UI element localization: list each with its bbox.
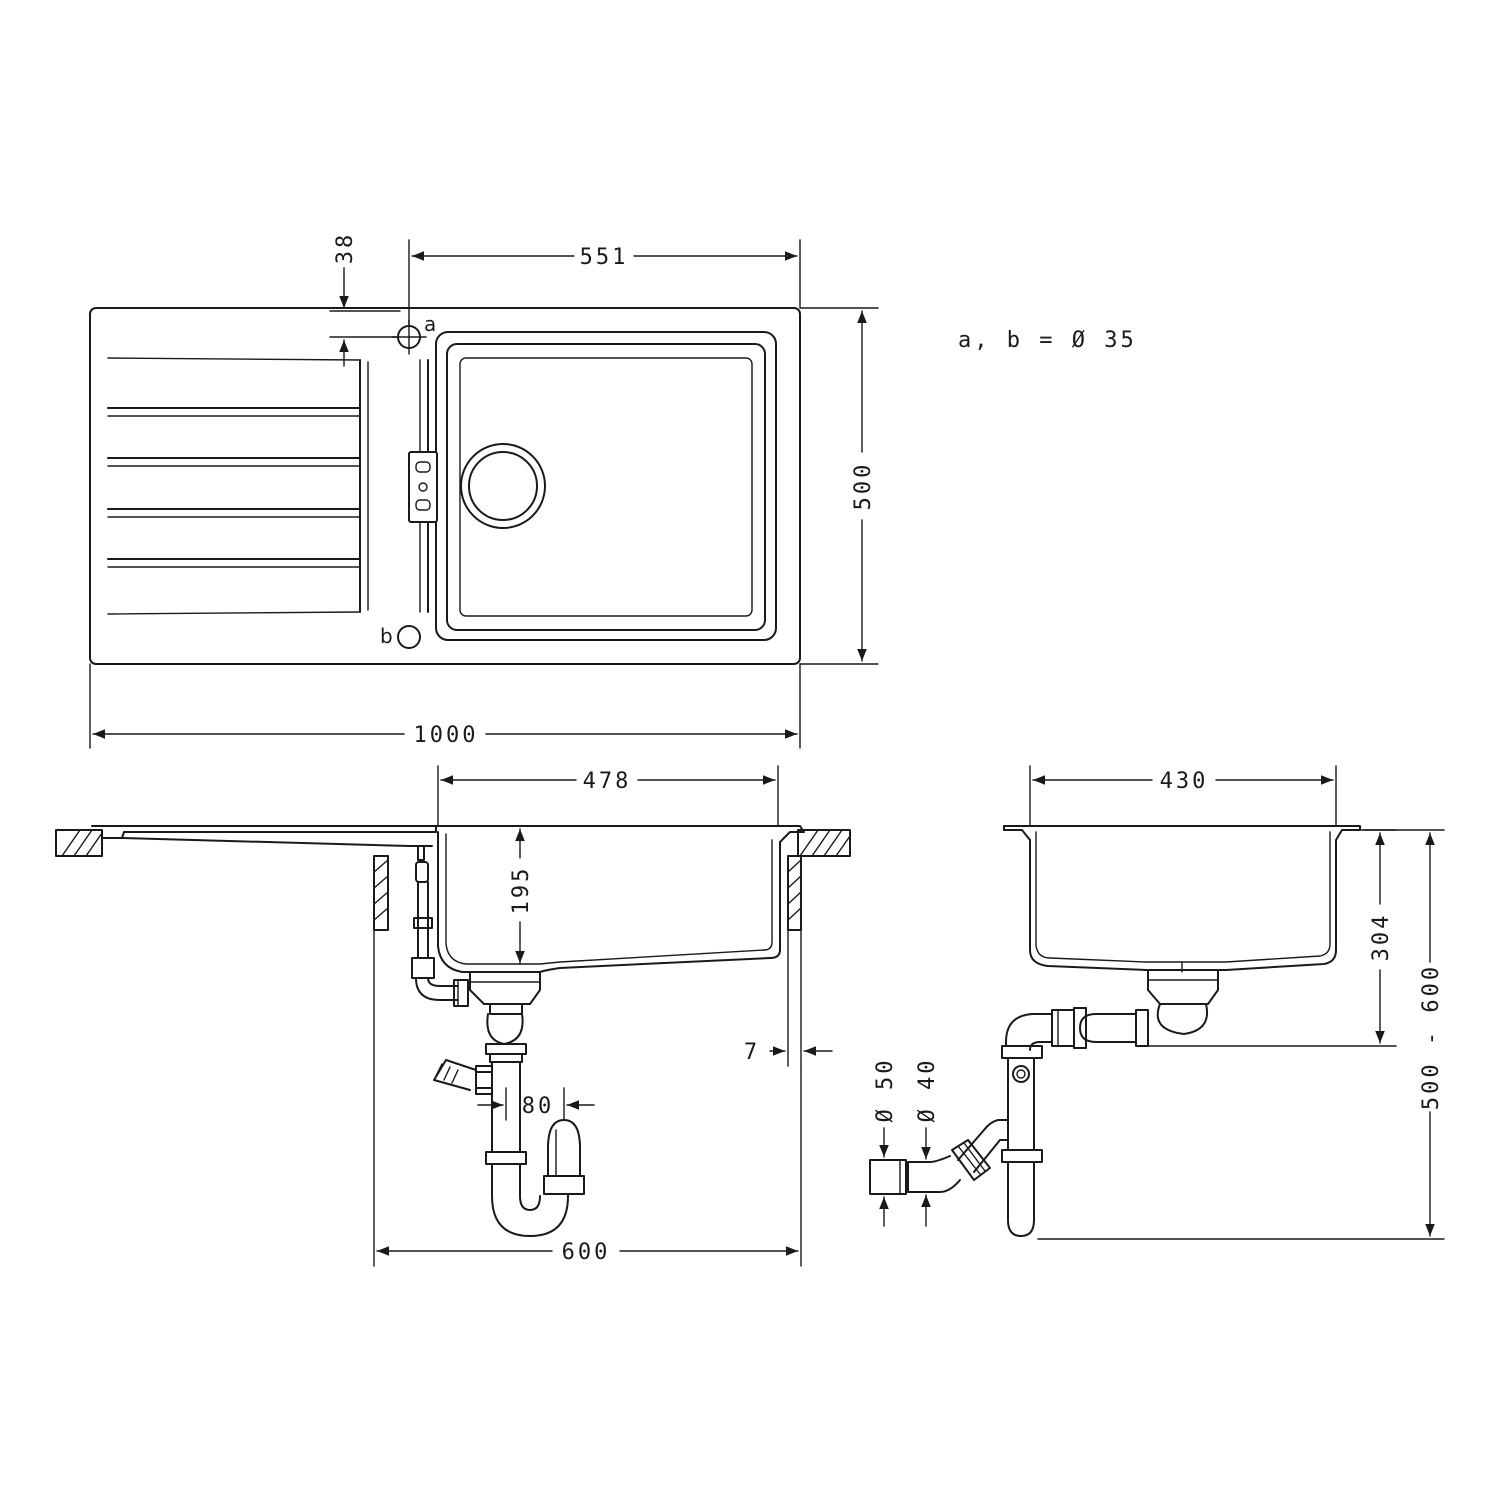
dim-500: 500	[799, 307, 879, 665]
dim-1000: 1000	[89, 663, 801, 749]
side-bowl-inner	[1035, 831, 1331, 963]
dim-551-label: 551	[580, 245, 629, 270]
hole-diameter-note: a, b = Ø 35	[958, 328, 1137, 353]
dim-600: 600	[373, 929, 802, 1267]
dim-500-600-label: 500 - 600	[1419, 964, 1444, 1110]
outlet-pipe-50	[869, 1159, 907, 1195]
sink-outline	[89, 307, 801, 665]
drain-inner	[468, 451, 538, 521]
dim-d40-label: Ø 40	[915, 1058, 940, 1123]
dim-80: 80	[477, 1087, 595, 1121]
drainer-underside	[121, 837, 433, 847]
appliance-connector	[433, 1059, 477, 1091]
dim-478: 478	[437, 765, 779, 827]
worktop-right	[797, 829, 851, 857]
overflow-fitting	[415, 861, 429, 883]
dim-304: 304	[1147, 829, 1397, 1047]
dim-500-600: 500 - 600	[1037, 829, 1445, 1240]
overflow-elbow	[415, 977, 459, 1001]
bowl-inner-profile	[445, 833, 773, 965]
dim-38-label: 38	[333, 232, 358, 265]
dim-d50-label: Ø 50	[873, 1058, 898, 1123]
worktop-left	[55, 829, 103, 857]
dim-d50: Ø 50	[873, 1058, 898, 1227]
dim-304-label: 304	[1369, 913, 1394, 962]
bowl-floor	[459, 357, 753, 617]
dim-7: 7	[744, 929, 833, 1067]
overflow-slot	[415, 461, 431, 473]
dim-500-label: 500	[851, 462, 876, 511]
dim-430: 430	[1029, 765, 1337, 827]
cabinet-side-right	[787, 855, 802, 931]
front-section	[55, 825, 851, 1237]
cabinet-side-left	[373, 855, 389, 931]
dim-551: 551	[408, 239, 801, 327]
dim-d40: Ø 40	[915, 1058, 940, 1227]
side-trap-arm	[1079, 1013, 1137, 1043]
dim-195: 195	[509, 828, 534, 964]
overflow-hose	[417, 881, 429, 959]
dim-430-label: 430	[1160, 769, 1209, 794]
bowl-outer-left	[437, 831, 541, 973]
top-view: a b	[89, 307, 801, 665]
dim-478-label: 478	[583, 769, 632, 794]
bowl-outer-right	[435, 825, 805, 973]
dim-1000-label: 1000	[414, 723, 479, 748]
side-down-pipe	[1007, 1057, 1035, 1151]
overflow-slot	[415, 499, 431, 511]
dim-7-label: 7	[744, 1040, 760, 1065]
hole-b-label: b	[380, 624, 393, 648]
overflow-dot	[418, 482, 428, 492]
side-section	[869, 825, 1361, 1237]
drainer-profile	[91, 825, 437, 839]
dim-80-label: 80	[522, 1094, 555, 1119]
drain-outer	[460, 443, 546, 529]
side-trap-bottom	[1007, 1161, 1035, 1237]
drainer-ribs	[107, 357, 429, 615]
strainer-body	[469, 971, 541, 1005]
dim-195-label: 195	[509, 866, 534, 915]
side-elbow	[1005, 1013, 1053, 1051]
dim-38: 38	[329, 232, 401, 367]
hole-a-label: a	[424, 312, 436, 336]
trap-nut-top	[486, 1013, 524, 1045]
side-branch	[957, 1119, 1009, 1173]
side-strainer	[1147, 969, 1219, 1005]
side-bowl-outer	[1003, 825, 1361, 971]
dim-600-label: 600	[562, 1240, 611, 1265]
bowl-inner	[446, 343, 766, 631]
bowl-rim	[435, 331, 777, 641]
tap-hole-b	[397, 625, 421, 649]
trap-bend	[491, 1163, 569, 1237]
